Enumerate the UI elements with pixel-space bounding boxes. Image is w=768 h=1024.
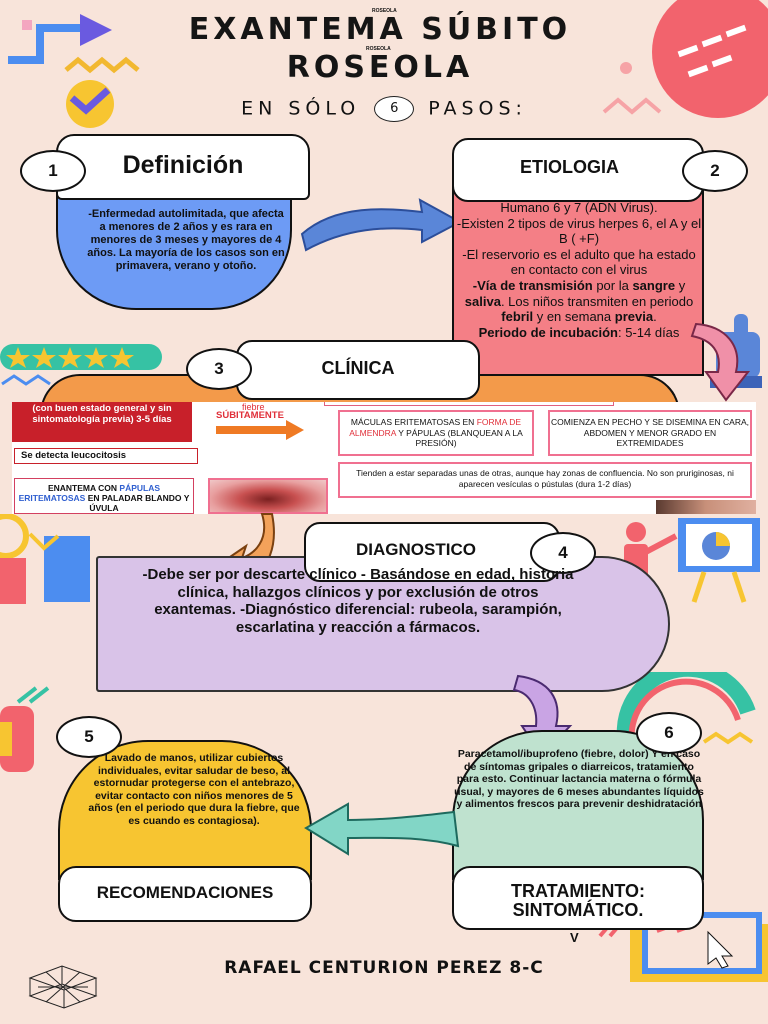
t4f: . Los niños transmiten en periodo <box>500 293 694 309</box>
enantema-c: PÁPULAS ERITEMATOSAS <box>18 483 161 504</box>
periodo-incubacion: Periodo de incubación <box>478 324 618 340</box>
etiologia-line-2: -Existen 2 tipos de virus herpes 6, el A… <box>456 215 702 247</box>
comienza-box: COMIENZA EN PECHO Y SE DISEMINA EN CARA,… <box>548 410 752 456</box>
enantema-b: CON <box>95 483 120 493</box>
arrow-2-to-3-icon <box>690 322 751 402</box>
t5b: : 5-14 días <box>617 324 680 340</box>
tratamiento-label: TRATAMIENTO: SINTOMÁTICO. <box>452 866 704 930</box>
step-6-circle: 6 <box>636 712 702 754</box>
maculas-a: MÁCULAS ERITEMATOSAS EN <box>350 417 477 427</box>
subitamente-label: SÚBITAMENTE <box>216 410 284 421</box>
white-bar-top <box>324 402 614 406</box>
etiologia-label: ETIOLOGIA <box>452 138 704 202</box>
leucocitosis-box: Se detecta leucocitosis <box>14 448 198 464</box>
t4b: por la <box>592 277 633 293</box>
presenter-icon <box>624 518 760 603</box>
febril: febril <box>501 309 534 325</box>
maculas-b: FORMA DE ALMENDRA <box>349 417 522 438</box>
etiologia-line-1: Humano 6 y 7 (ADN Virus). <box>500 200 658 215</box>
palate-photo <box>208 478 328 514</box>
steps-after: PASOS: <box>428 97 527 120</box>
decor-stars <box>0 338 170 392</box>
author-name: RAFAEL CENTURION PEREZ 8-C <box>224 958 544 978</box>
etiologia-text: Humano 6 y 7 (ADN Virus). -Existen 2 tip… <box>454 200 704 340</box>
clinica-label: CLÍNICA <box>236 340 480 400</box>
arrow-6-to-5-icon <box>304 802 460 856</box>
orange-arrow-icon <box>216 420 304 440</box>
diagnostico-heading: DIAGNOSTICO <box>356 540 476 559</box>
decor-stripes-icon <box>0 686 50 772</box>
t4j: . <box>653 309 657 325</box>
tratamiento-mark: V <box>570 930 579 945</box>
definicion-label: Definición <box>56 134 310 200</box>
decor-circle-icon <box>602 0 768 118</box>
saliva: saliva <box>464 293 501 309</box>
steps-before: EN SÓLO <box>241 97 361 120</box>
recomendaciones-text: Lavado de manos, utilizar cubiertos indi… <box>88 752 300 827</box>
title-tiny-label-1: ROSEOLA <box>372 8 397 14</box>
t4d: y <box>675 277 686 293</box>
tratamiento-text: Paracetamol/ibuprofeno (fiebre, dolor) Y… <box>454 748 704 811</box>
step-4-circle: 4 <box>530 532 596 574</box>
diagnostico-text: -Debe ser por descarte clínico - Basándo… <box>142 566 574 636</box>
comienza-text: COMIENZA EN PECHO Y SE DISEMINA EN CARA,… <box>550 417 750 449</box>
previa: previa <box>614 309 654 325</box>
decor-left-chart <box>0 514 100 614</box>
maculas-box: MÁCULAS ERITEMATOSAS EN FORMA DE ALMENDR… <box>338 410 534 456</box>
enantema-a: ENANTEMA <box>47 483 96 493</box>
tratamiento-heading: TRATAMIENTO: SINTOMÁTICO. <box>511 881 645 920</box>
enantema-box: ENANTEMA CON PÁPULAS ERITEMATOSAS EN PAL… <box>14 478 194 514</box>
definicion-heading: Definición <box>122 151 244 179</box>
definicion-text: -Enfermedad autolimitada, que afecta a m… <box>87 208 285 272</box>
title-line1: EXANTEMA SÚBITO <box>188 12 572 47</box>
step-2-circle: 2 <box>682 150 748 192</box>
wire-cube-icon <box>28 965 98 1009</box>
etiologia-line-5: Periodo de incubación: 5-14 días <box>454 325 704 341</box>
steps-number: 6 <box>374 96 415 122</box>
stars-icon <box>0 344 162 386</box>
step-1-circle: 1 <box>20 150 86 192</box>
diagnostico-label: DIAGNOSTICO <box>304 522 560 582</box>
decor-top-left <box>0 0 160 140</box>
recomendaciones-blob <box>58 740 312 880</box>
separadas-text: Tienden a estar separadas unas de otras,… <box>356 468 734 489</box>
maculas-c: Y PÁPULAS (BLANQUEAN A LA PRESIÓN) <box>395 427 523 449</box>
decor-presenter <box>604 510 768 610</box>
step-5-circle: 5 <box>56 716 122 758</box>
title-tiny-label-2: ROSEOLA <box>366 46 391 52</box>
t4h: y en semana <box>533 309 615 325</box>
fiebre-label: fiebre <box>242 402 265 412</box>
clinica-fever-text: (con buen estado general y sin sintomato… <box>32 403 172 425</box>
definicion-blob <box>56 186 292 310</box>
via-transmision: -Vía de transmisión <box>472 277 593 293</box>
leucocitosis-text: Se detecta leucocitosis <box>21 450 127 461</box>
etiologia-line-3: -El reservorio es el adulto que ha estad… <box>462 246 696 278</box>
clinica-fever-box: (con buen estado general y sin sintomato… <box>12 402 192 442</box>
clinica-heading: CLÍNICA <box>321 358 395 378</box>
sangre: sangre <box>632 277 676 293</box>
etiologia-line-4: -Vía de transmisión por la sangre y sali… <box>454 278 704 325</box>
enantema-d: EN PALADAR BLANDO Y ÚVULA <box>85 493 190 514</box>
arrow-1-to-2-icon <box>300 198 463 252</box>
separadas-box: Tienden a estar separadas unas de otras,… <box>338 462 752 498</box>
etiologia-blob <box>452 180 704 376</box>
decor-mid-left <box>0 682 70 792</box>
skin-photo <box>656 500 756 514</box>
bar-chart-icon <box>0 514 90 604</box>
etiologia-heading: ETIOLOGIA <box>520 157 619 177</box>
step-3-circle: 3 <box>186 348 252 390</box>
title-line2: ROSEOLA <box>286 50 474 85</box>
decor-top-right <box>600 0 768 130</box>
decor-wire-cube <box>28 962 98 1010</box>
clinica-image-strip: (con buen estado general y sin sintomato… <box>12 402 756 514</box>
recomendaciones-heading: RECOMENDACIONES <box>96 883 274 902</box>
steps-subtitle: EN SÓLO 6 PASOS: <box>0 96 768 122</box>
recomendaciones-label: RECOMENDACIONES <box>58 866 312 922</box>
decor-arrows-icon <box>8 14 140 128</box>
